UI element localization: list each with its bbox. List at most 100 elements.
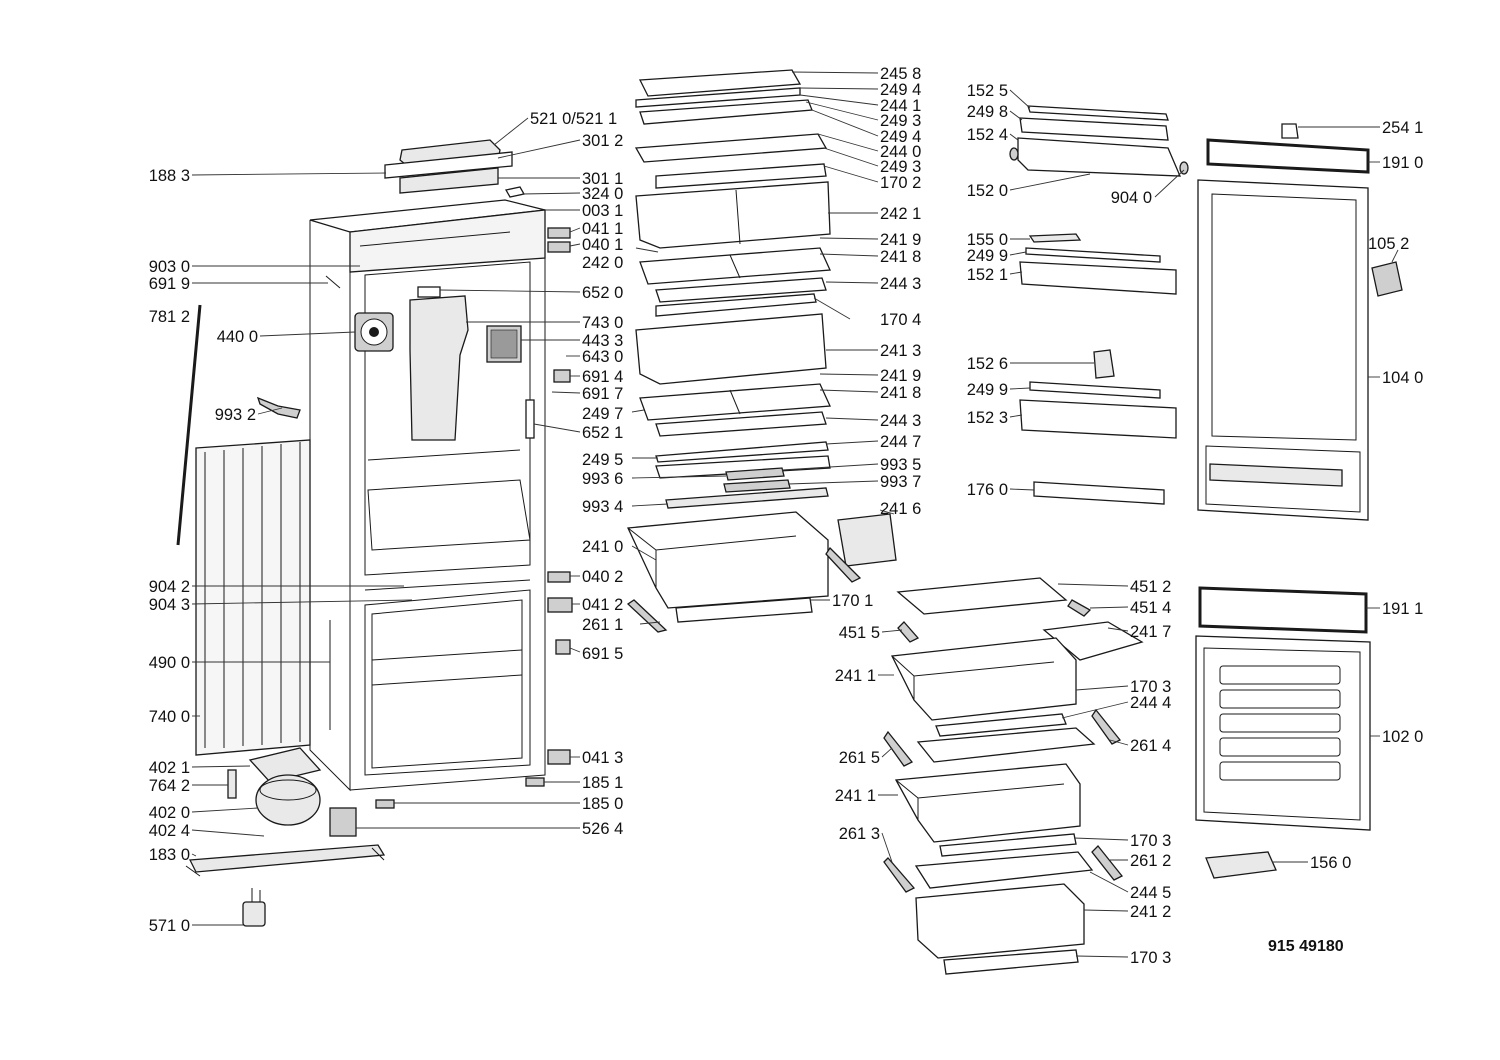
callout-241-8-b: 241 8 [880,384,921,402]
callout-241-7: 241 7 [1130,623,1171,641]
callout-040-1: 040 1 [582,236,623,254]
cabinet-assembly [176,139,573,927]
callout-261-4: 261 4 [1130,737,1171,755]
callout-244-1: 244 1 [880,97,921,115]
callout-993-5: 993 5 [880,456,921,474]
callout-185-1: 185 1 [582,774,623,792]
callout-191-0: 191 0 [1382,154,1423,172]
callout-904-3: 904 3 [149,596,190,614]
callout-301-2: 301 2 [582,132,623,150]
callout-324-0: 324 0 [582,185,623,203]
callout-241-0: 241 0 [582,538,623,556]
callout-244-7: 244 7 [880,433,921,451]
callout-571-0: 571 0 [149,917,190,935]
callout-443-3: 443 3 [582,332,623,350]
callout-170-1: 170 1 [832,592,873,610]
callout-764-2: 764 2 [149,777,190,795]
callout-691-9: 691 9 [149,275,190,293]
callout-241-8-a: 241 8 [880,248,921,266]
callout-242-1: 242 1 [880,205,921,223]
callout-301-1: 301 1 [582,170,623,188]
callout-105-2: 105 2 [1368,235,1409,253]
callout-261-3: 261 3 [839,825,880,843]
callout-526-4: 526 4 [582,820,623,838]
callout-249-7: 249 7 [582,405,623,423]
callout-185-0: 185 0 [582,795,623,813]
callout-451-2: 451 2 [1130,578,1171,596]
callout-993-4: 993 4 [582,498,623,516]
callout-244-0: 244 0 [880,143,921,161]
callout-170-3-a: 170 3 [1130,678,1171,696]
callout-254-1: 254 1 [1382,119,1423,137]
callout-152-4: 152 4 [967,126,1008,144]
callout-188-3: 188 3 [149,167,190,185]
callout-152-0: 152 0 [967,182,1008,200]
callout-152-3: 152 3 [967,409,1008,427]
callout-261-5: 261 5 [839,749,880,767]
callout-040-2: 040 2 [582,568,623,586]
callout-249-8: 249 8 [967,103,1008,121]
callout-740-0: 740 0 [149,708,190,726]
callout-244-5: 244 5 [1130,884,1171,902]
callout-156-0: 156 0 [1310,854,1351,872]
callout-249-3-a: 249 3 [880,112,921,130]
callout-904-2: 904 2 [149,578,190,596]
callout-451-4: 451 4 [1130,599,1171,617]
callout-241-3: 241 3 [880,342,921,360]
callout-241-1-b: 241 1 [835,787,876,805]
callout-241-2: 241 2 [1130,903,1171,921]
callout-993-7: 993 7 [880,473,921,491]
callout-490-0: 490 0 [149,654,190,672]
callout-241-6: 241 6 [880,500,921,518]
callout-249-5: 249 5 [582,451,623,469]
callout-440-0: 440 0 [217,328,258,346]
callout-041-1: 041 1 [582,220,623,238]
callout-904-0: 904 0 [1111,189,1152,207]
callout-003-1: 003 1 [582,202,623,220]
callout-102-0: 102 0 [1382,728,1423,746]
shelves-drawers-column [626,69,897,633]
callout-176-0: 176 0 [967,481,1008,499]
callout-241-9-a: 241 9 [880,231,921,249]
callout-691-4: 691 4 [582,368,623,386]
callout-402-1: 402 1 [149,759,190,777]
callout-903-0: 903 0 [149,258,190,276]
callout-261-2: 261 2 [1130,852,1171,870]
callout-183-0: 183 0 [149,846,190,864]
callout-152-6: 152 6 [967,355,1008,373]
callout-261-1: 261 1 [582,616,623,634]
callout-781-2: 781 2 [149,308,190,326]
callout-451-5: 451 5 [839,624,880,642]
callout-labels: 521 0/521 1 301 2 188 3 301 1 324 0 003 … [149,65,1424,967]
document-number: 915 49180 [1268,938,1344,955]
callout-244-3-b: 244 3 [880,412,921,430]
callout-521-0-521-1: 521 0/521 1 [530,110,617,128]
callout-245-8: 245 8 [880,65,921,83]
callout-652-0: 652 0 [582,284,623,302]
callout-152-1: 152 1 [967,266,1008,284]
leader-lines [191,71,1399,958]
callout-241-1-a: 241 1 [835,667,876,685]
doors [1195,123,1403,879]
callout-041-2: 041 2 [582,596,623,614]
callout-170-3-c: 170 3 [1130,949,1171,967]
callout-993-6: 993 6 [582,470,623,488]
callout-170-2: 170 2 [880,174,921,192]
callout-402-0: 402 0 [149,804,190,822]
callout-244-3-a: 244 3 [880,275,921,293]
callout-691-5: 691 5 [582,645,623,663]
callout-041-3: 041 3 [582,749,623,767]
callout-643-0: 643 0 [582,348,623,366]
callout-249-9-b: 249 9 [967,381,1008,399]
callout-191-1: 191 1 [1382,600,1423,618]
callout-241-9-b: 241 9 [880,367,921,385]
callout-170-4: 170 4 [880,311,921,329]
callout-652-1: 652 1 [582,424,623,442]
callout-249-9-a: 249 9 [967,247,1008,265]
callout-244-4: 244 4 [1130,694,1171,712]
callout-170-3-b: 170 3 [1130,832,1171,850]
door-shelves-column [1009,105,1189,505]
callout-993-2: 993 2 [215,406,256,424]
callout-249-4-a: 249 4 [880,81,921,99]
